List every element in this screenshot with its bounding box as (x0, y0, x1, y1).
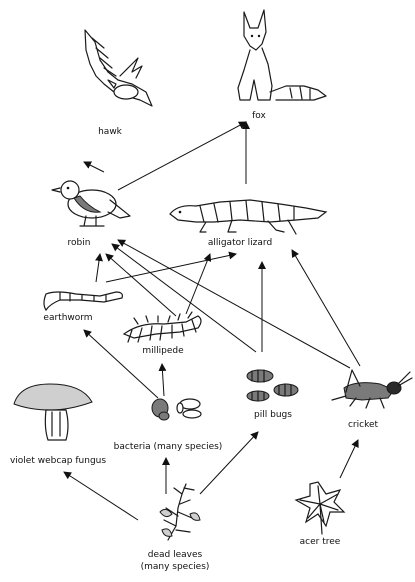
arrow-robin-to-hawk (83, 161, 105, 173)
violet-webcap-fungus-drawing (13, 383, 93, 441)
label-earthworm: earthworm (43, 313, 92, 323)
cricket-drawing (331, 369, 413, 409)
millipede-drawing (122, 311, 202, 343)
label-dead-leaves-line2: (many species) (141, 562, 210, 572)
arrow-robin-to-fox (117, 121, 247, 191)
label-fox: fox (252, 111, 266, 121)
feeding-arrows (63, 121, 361, 521)
arrow-dead-leaves-to-pill-bugs (199, 431, 259, 495)
fox-drawing (237, 9, 327, 101)
label-pill-bugs: pill bugs (254, 410, 292, 420)
robin-drawing (51, 180, 131, 227)
earthworm-drawing (43, 291, 123, 312)
label-cricket: cricket (348, 420, 379, 430)
arrow-cricket-to-robin (117, 239, 351, 369)
label-robin: robin (68, 238, 91, 248)
label-hawk: hawk (98, 127, 123, 137)
arrow-earthworm-to-robin (95, 253, 103, 283)
hawk-drawing (84, 29, 153, 107)
bacteria-drawing (151, 398, 202, 421)
acer-tree-drawing (294, 481, 346, 535)
label-alligator-lizard: alligator lizard (208, 238, 272, 248)
arrow-acer-tree-to-cricket (339, 439, 359, 479)
arrow-earthworm-to-alligator-lizard (105, 251, 237, 283)
arrow-pill-bugs-to-robin (111, 243, 257, 353)
arrow-bacteria-to-millipede (158, 363, 167, 397)
arrow-dead-leaves-to-violet-webcap-fungus (63, 471, 139, 521)
dead-leaves-drawing (159, 483, 201, 541)
alligator-lizard-drawing (169, 199, 328, 235)
label-dead-leaves-line1: dead leaves (148, 550, 203, 560)
label-bacteria: bacteria (many species) (114, 442, 223, 452)
label-violet-webcap-fungus: violet webcap fungus (10, 456, 106, 466)
pill-bugs-drawing (246, 369, 299, 402)
arrow-cricket-to-alligator-lizard (291, 249, 361, 367)
label-acer-tree: acer tree (300, 537, 341, 547)
label-millipede: millipede (142, 346, 184, 356)
arrow-bacteria-to-earthworm (83, 329, 159, 399)
organism-labels: hawk fox robin alligator lizard earthwor… (10, 111, 379, 572)
arrow-millipede-to-robin (105, 253, 177, 317)
